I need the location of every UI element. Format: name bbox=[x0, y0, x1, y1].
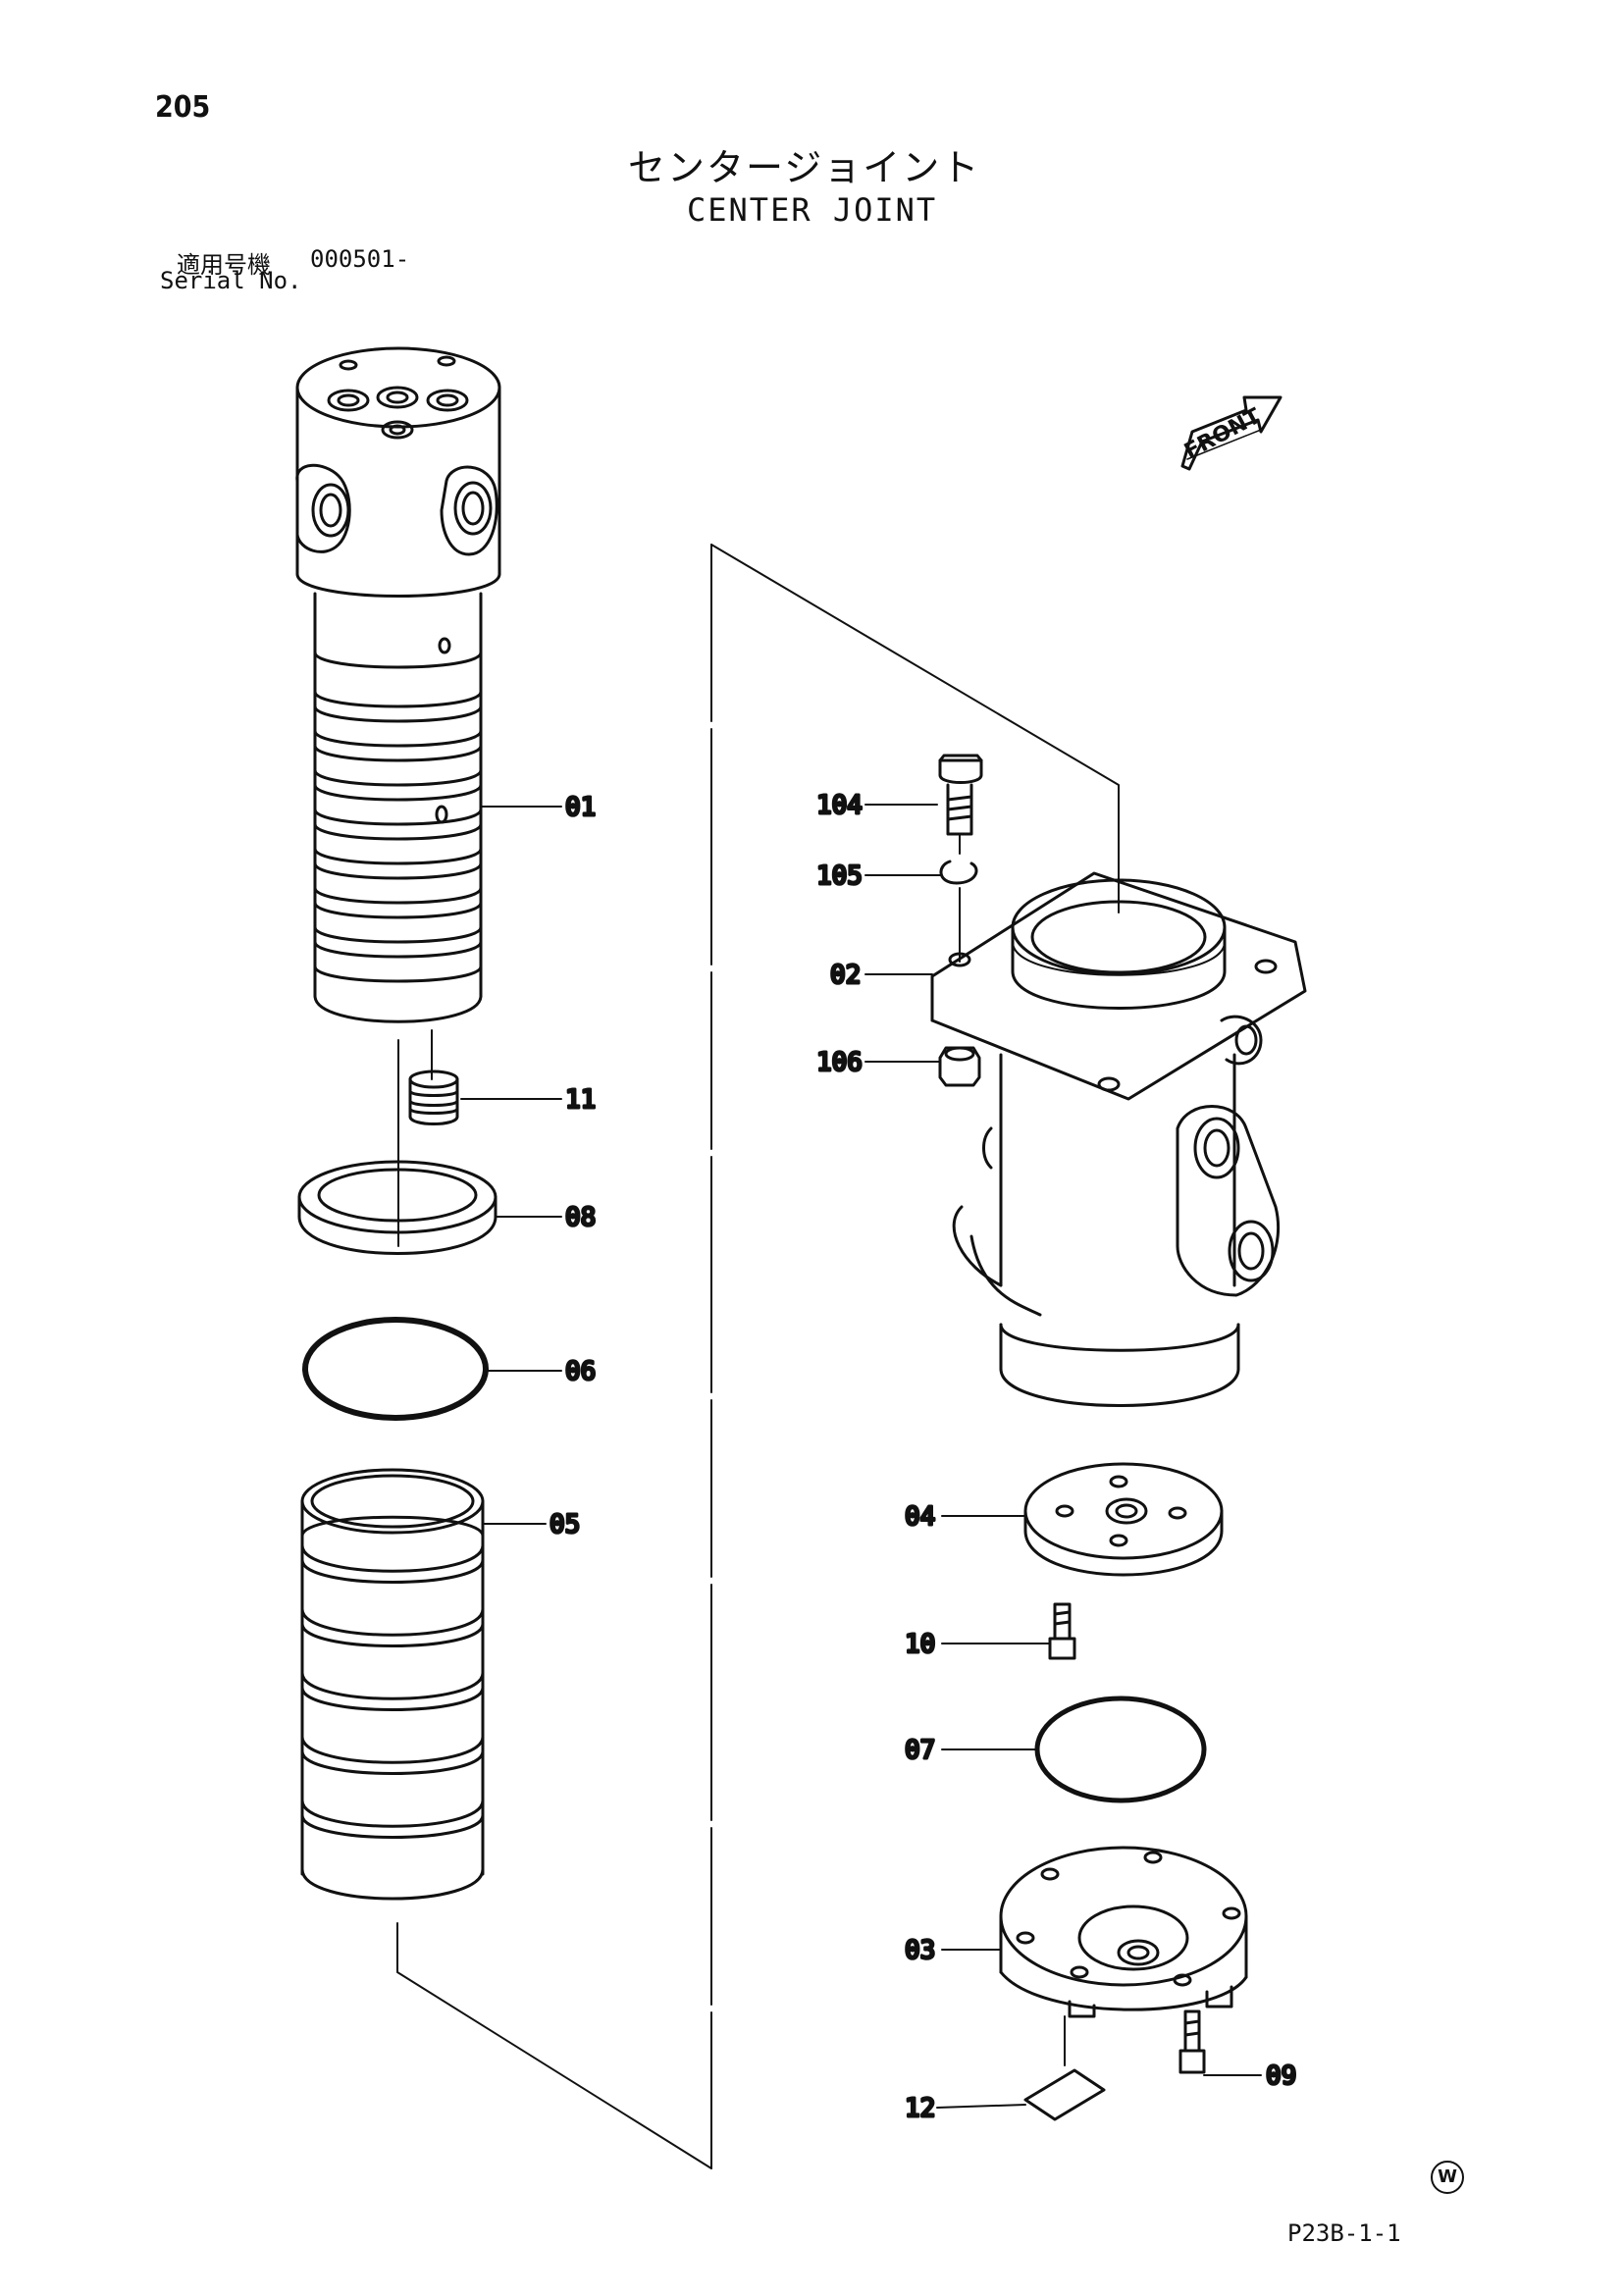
assembly-guide-lines bbox=[396, 544, 1120, 2169]
serial-label-english: Serial No. bbox=[160, 267, 302, 294]
callout-12: 12 bbox=[905, 2094, 935, 2123]
callout-10: 10 bbox=[905, 1630, 935, 1659]
part-01-spindle bbox=[295, 346, 501, 1247]
part-07-o-ring bbox=[1034, 1696, 1207, 1803]
callout-07: 07 bbox=[905, 1736, 935, 1765]
front-label: FRONT bbox=[1180, 404, 1265, 465]
part-05-seal-stack bbox=[300, 1468, 485, 1901]
part-02-body bbox=[930, 871, 1307, 1407]
title-japanese: センタージョイント bbox=[628, 146, 981, 189]
part-06-o-ring bbox=[302, 1317, 489, 1421]
leader-lines bbox=[460, 804, 1262, 2109]
callout-labels: 01 11 08 06 05 104 105 02 106 04 10 07 0… bbox=[549, 790, 1298, 2125]
part-106-nut bbox=[938, 1046, 981, 1087]
callout-06: 06 bbox=[565, 1357, 596, 1386]
part-10-screw bbox=[1048, 1602, 1076, 1660]
part-09-screw bbox=[1178, 2009, 1206, 2074]
callout-104: 104 bbox=[816, 791, 863, 820]
figure-code: P23B-1-1 bbox=[1287, 2219, 1401, 2247]
callout-11: 11 bbox=[565, 1085, 596, 1115]
watermark-symbol: W bbox=[1431, 2161, 1464, 2194]
callout-08: 08 bbox=[565, 1203, 596, 1232]
title-english: CENTER JOINT bbox=[687, 191, 938, 229]
callout-05: 05 bbox=[550, 1510, 580, 1539]
part-105-washer bbox=[939, 860, 978, 963]
front-arrow-icon: FRONT bbox=[1180, 395, 1283, 471]
callout-09: 09 bbox=[1266, 2061, 1296, 2091]
callout-106: 106 bbox=[816, 1048, 863, 1077]
serial-value: 000501- bbox=[310, 245, 410, 273]
callout-03: 03 bbox=[905, 1936, 935, 1965]
callout-01: 01 bbox=[565, 793, 596, 822]
part-11-plug bbox=[408, 1070, 459, 1125]
callout-105: 105 bbox=[816, 861, 863, 891]
page-number: 205 bbox=[155, 90, 211, 125]
part-12-name-plate bbox=[1023, 2068, 1106, 2121]
callout-04: 04 bbox=[905, 1502, 935, 1532]
part-08-seal-ring bbox=[297, 1160, 497, 1255]
part-104-bolt bbox=[938, 754, 983, 855]
part-04-cover-plate bbox=[1023, 1462, 1224, 1577]
part-03-bottom-cover bbox=[999, 1846, 1248, 2066]
serial-label-japanese: 適用号機 bbox=[177, 251, 271, 279]
callout-02: 02 bbox=[830, 961, 861, 990]
